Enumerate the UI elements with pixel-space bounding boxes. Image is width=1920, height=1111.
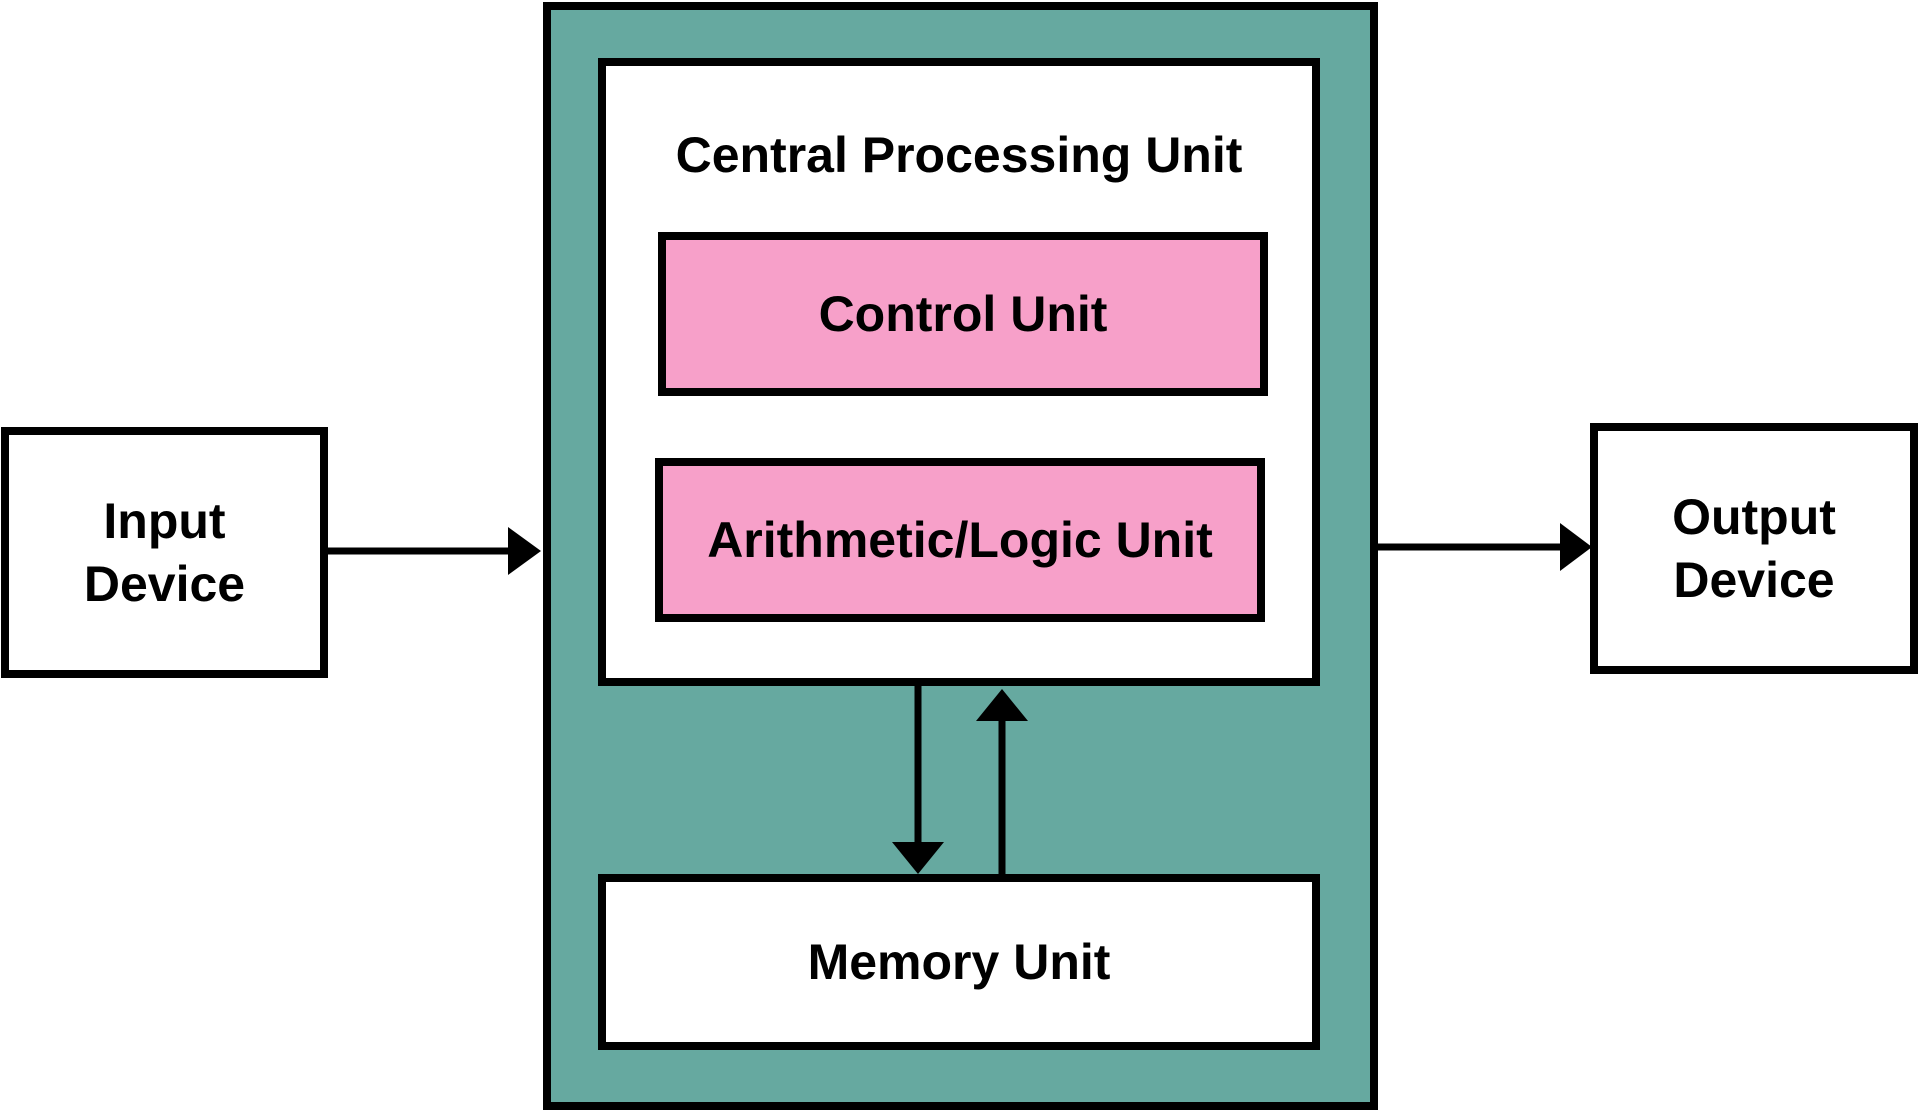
control-unit-box: Control Unit bbox=[658, 232, 1268, 396]
alu-box: Arithmetic/Logic Unit bbox=[655, 458, 1265, 622]
alu-label: Arithmetic/Logic Unit bbox=[707, 511, 1213, 568]
cpu-title: Central Processing Unit bbox=[675, 127, 1243, 183]
control-unit-label: Control Unit bbox=[818, 285, 1108, 342]
output-device-box: Output Device bbox=[1590, 423, 1918, 674]
input-device-label-line2: Device bbox=[83, 555, 246, 612]
cpu-to-memory-arrow bbox=[892, 686, 944, 874]
input-to-cpu-arrow bbox=[328, 527, 541, 575]
input-device-box: Input Device bbox=[1, 427, 328, 678]
output-device-label-line2: Device bbox=[1673, 551, 1835, 608]
memory-unit-label: Memory Unit bbox=[807, 933, 1111, 990]
memory-to-cpu-arrow bbox=[976, 689, 1028, 874]
output-device-label-line1: Output bbox=[1672, 489, 1836, 545]
memory-unit-box: Memory Unit bbox=[598, 874, 1320, 1050]
input-device-label-line1: Input bbox=[103, 493, 226, 549]
cpu-to-output-arrow bbox=[1378, 523, 1592, 571]
